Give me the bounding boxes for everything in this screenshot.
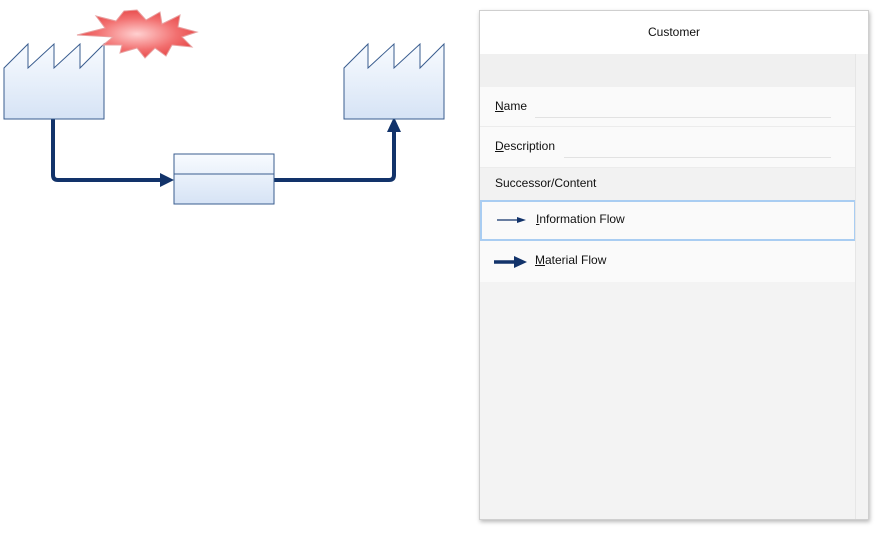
material-flow-connector-1[interactable] [51,119,164,182]
arrowhead-icon [387,117,401,132]
panel-title: Customer [480,11,868,54]
name-input[interactable] [535,103,831,118]
panel-header-strip [480,54,856,87]
supplier-factory-node[interactable] [343,42,445,120]
information-flow-option[interactable]: Information Flow [480,200,856,241]
description-label: Description [495,139,556,153]
material-flow-option[interactable]: Material Flow [480,241,856,282]
customer-factory-node[interactable] [3,42,105,120]
information-flow-label: Information Flow [536,212,625,226]
diagram-canvas[interactable] [0,0,475,540]
name-label: Name [495,99,528,113]
name-field-row: Name [480,87,856,127]
material-flow-label: Material Flow [535,253,607,267]
properties-panel: Customer Name Description Successor/Cont… [479,10,869,520]
description-input[interactable] [564,143,831,158]
burst-icon [76,9,199,59]
description-field-row: Description [480,127,856,168]
process-box-node[interactable] [173,153,275,205]
panel-scrollbar[interactable] [855,54,868,519]
successor-content-header: Successor/Content [480,168,856,200]
material-flow-connector-2[interactable] [274,130,396,182]
thick-arrow-icon [494,256,527,268]
arrowhead-icon [160,173,174,187]
thin-arrow-icon [497,217,526,223]
